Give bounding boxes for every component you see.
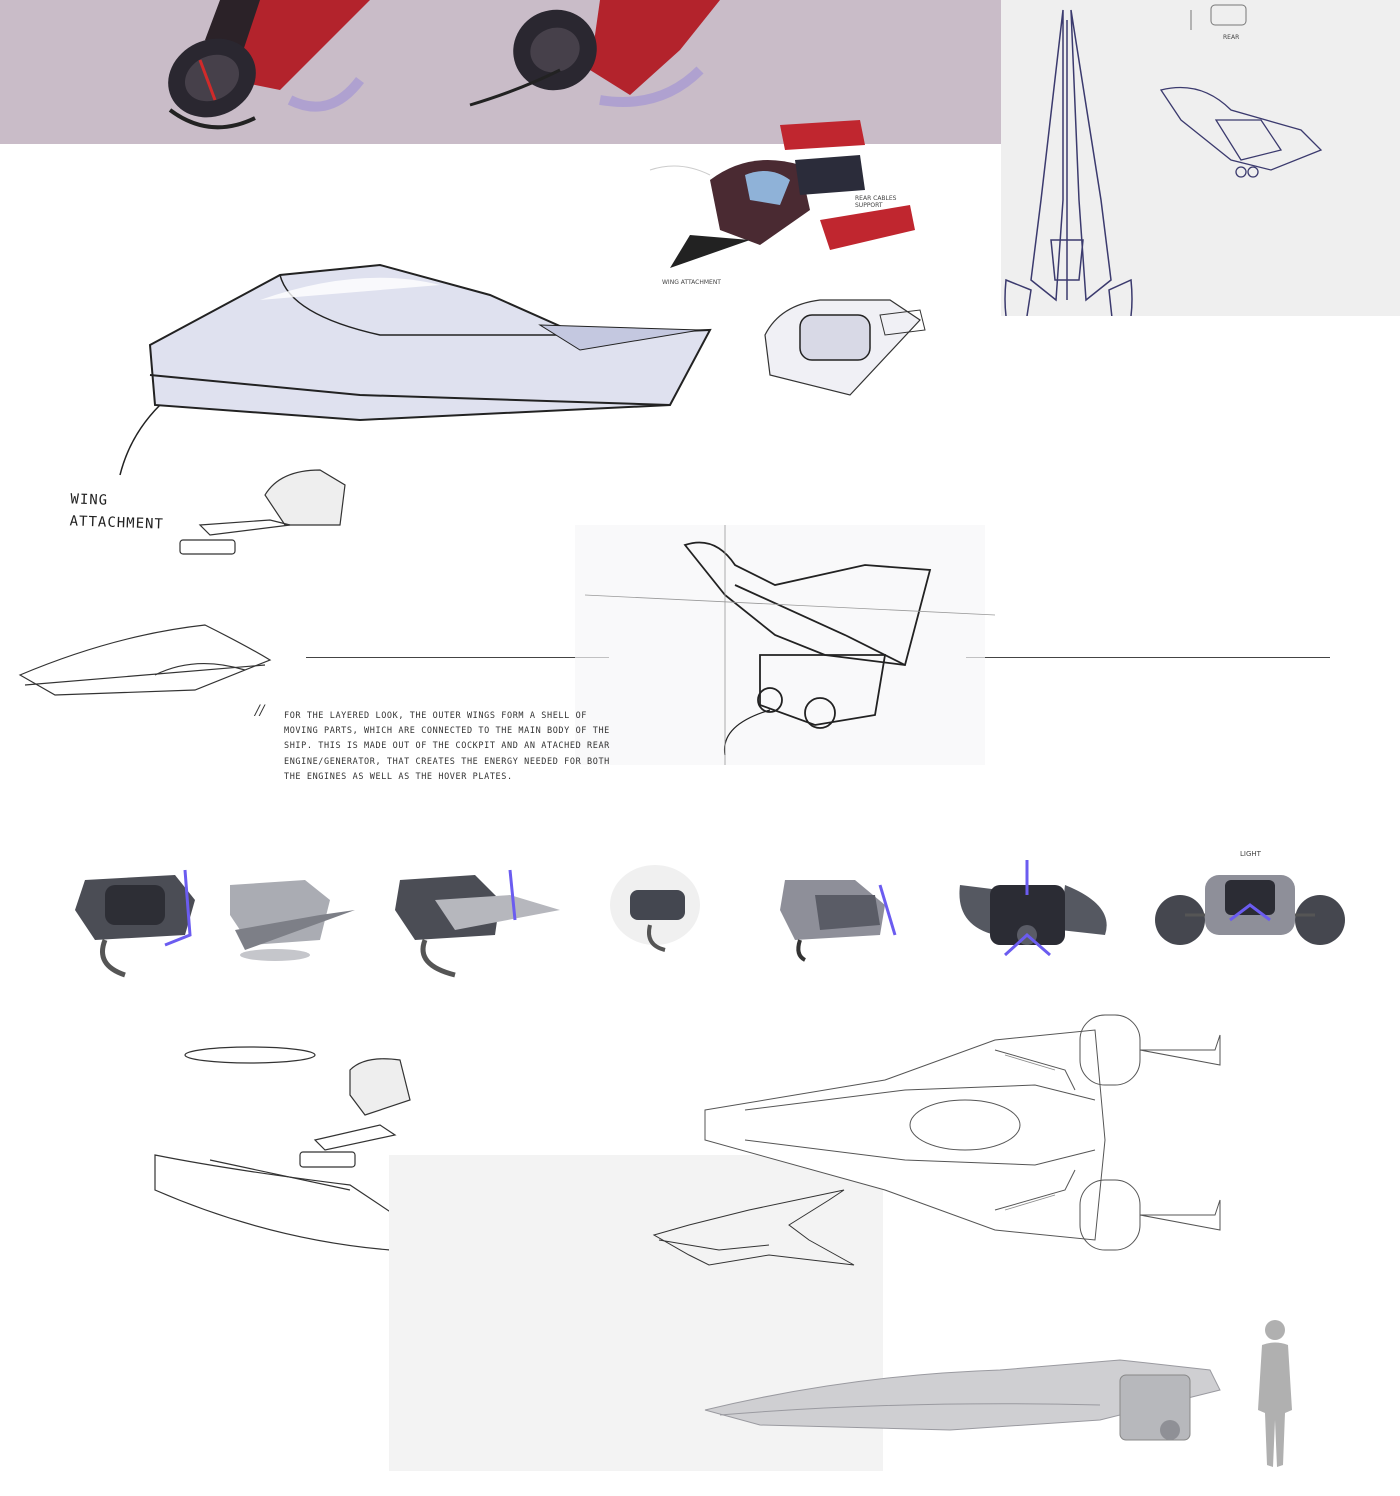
rear-view-thumb <box>1190 4 1247 30</box>
divider-line-left <box>306 657 609 658</box>
divider-line-right <box>966 657 1330 658</box>
wing-attachment-label: WING ATTACHMENT <box>69 491 165 533</box>
light-note: light <box>1240 850 1261 858</box>
engine-iter-7 <box>1155 875 1345 945</box>
cockpit-detail-sketch <box>575 525 996 765</box>
ship-silhouette-sketch <box>652 1189 855 1266</box>
side-profile-sketch <box>18 624 272 696</box>
ship-side-view-render <box>704 1359 1221 1441</box>
engine-iter-5 <box>780 880 897 962</box>
rear-note: rear <box>1223 34 1240 41</box>
engine-iter-1 <box>75 869 195 978</box>
engine-renders <box>168 0 720 130</box>
top-render-panel <box>0 0 1001 144</box>
wing-shell-sketch <box>119 263 712 476</box>
engine-iter-2 <box>230 880 355 961</box>
engine-iter-3 <box>395 869 560 978</box>
engine-iter-4 <box>610 865 700 952</box>
ship-top-view-lines <box>704 1014 1221 1251</box>
description-text: FOR THE LAYERED LOOK, THE OUTER WINGS FO… <box>284 711 610 782</box>
rear-cables-note: rear cables support <box>855 195 897 209</box>
colored-cockpit-sketch <box>649 120 915 268</box>
engine-render-right <box>469 0 720 107</box>
cockpit-sketch-grey <box>764 299 926 396</box>
engine-render-left <box>168 0 370 130</box>
description-marker: // <box>255 703 265 719</box>
wing-attachment-note: wing attachment <box>662 279 721 286</box>
exploded-wing-sketch <box>179 469 346 555</box>
engine-iteration-row <box>75 860 1345 978</box>
human-scale-silhouette <box>1258 1320 1292 1467</box>
top-view-sketch <box>1004 4 1323 316</box>
engine-iter-6 <box>959 860 1107 957</box>
top-view-sketch-panel: rear <box>1001 0 1400 316</box>
cockpit-sketch-small <box>1159 86 1323 178</box>
